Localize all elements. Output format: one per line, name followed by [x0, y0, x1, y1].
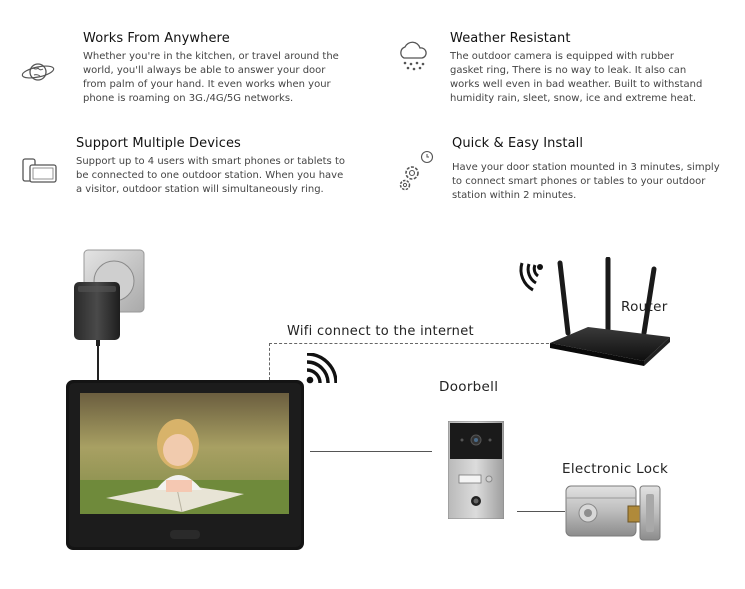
electronic-lock	[558, 482, 666, 544]
gear-clock-icon	[396, 150, 436, 194]
wifi-path-horizontal	[269, 343, 559, 344]
feature-works-anywhere: Works From Anywhere Whether you're in th…	[83, 31, 373, 106]
feature-title: Quick & Easy Install	[452, 136, 584, 151]
router-label: Router	[621, 299, 668, 315]
cloud-rain-icon	[396, 40, 430, 72]
feature-title: Support Multiple Devices	[76, 136, 241, 151]
feature-weather-resistant: Weather Resistant The outdoor camera is …	[450, 31, 740, 106]
feature-title: Works From Anywhere	[83, 31, 230, 46]
wifi-path-vertical	[269, 343, 270, 380]
feature-description: Support up to 4 users with smart phones …	[76, 156, 345, 195]
wifi-signal-icon	[305, 353, 337, 385]
feature-description: Whether you're in the kitchen, or travel…	[83, 51, 339, 104]
feature-description: The outdoor camera is equipped with rubb…	[450, 51, 703, 104]
indoor-monitor	[66, 380, 304, 550]
doorbell-label: Doorbell	[439, 379, 499, 395]
doorbell	[448, 421, 504, 519]
devices-icon	[22, 157, 58, 185]
router	[548, 257, 672, 369]
power-adapter	[70, 248, 150, 380]
feature-description: Have your door station mounted in 3 minu…	[452, 162, 720, 201]
router-signal-icon	[513, 262, 545, 292]
globe-icon	[20, 58, 56, 86]
monitor-doorbell-cable	[310, 451, 432, 452]
doorbell-lock-cable	[517, 511, 565, 512]
feature-multiple-devices: Support Multiple Devices Support up to 4…	[76, 136, 376, 197]
feature-easy-install: Quick & Easy Install Have your door stat…	[452, 136, 742, 203]
electronic-lock-label: Electronic Lock	[562, 461, 669, 477]
feature-title: Weather Resistant	[450, 31, 571, 46]
wifi-connect-label: Wifi connect to the internet	[287, 324, 474, 339]
